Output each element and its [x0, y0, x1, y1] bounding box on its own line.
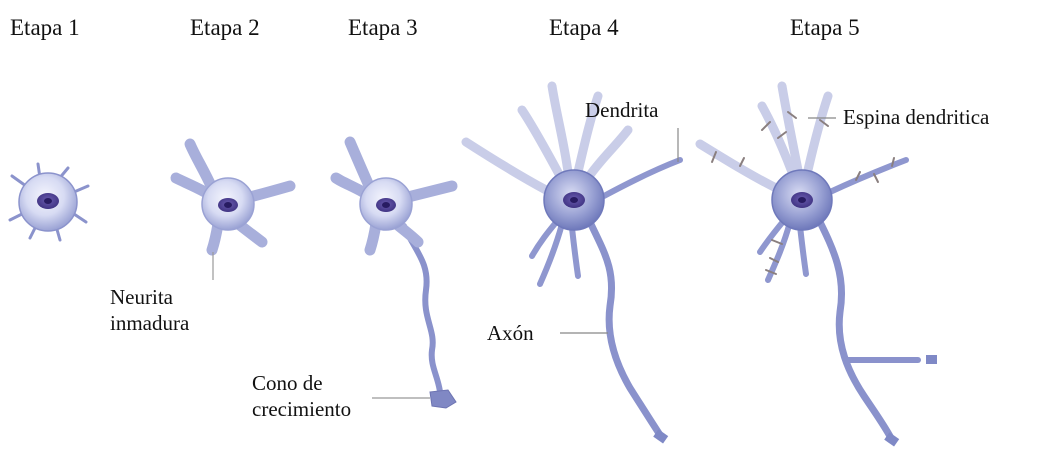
stage-1-neuron: [10, 164, 88, 240]
stage-3-neuron: [336, 142, 456, 408]
stage-5-neuron: [700, 86, 937, 447]
neurita-label-line2: inmadura: [110, 310, 189, 336]
stage-2-neuron: [176, 144, 290, 280]
cono-label-line1: Cono de: [252, 370, 351, 396]
dendrita-label: Dendrita: [585, 97, 658, 123]
neurita-label: Neurita inmadura: [110, 284, 189, 337]
stage-4-axon: [590, 222, 662, 438]
espina-label: Espina dendritica: [843, 104, 989, 130]
stage-5-axon: [818, 218, 892, 440]
cono-label: Cono de crecimiento: [252, 370, 351, 423]
stage-4-neuron: [466, 86, 680, 444]
axon-label: Axón: [487, 320, 534, 346]
stage-5-branch-break: [926, 355, 937, 364]
cono-label-line2: crecimiento: [252, 396, 351, 422]
neurita-label-line1: Neurita: [110, 284, 189, 310]
growth-cone: [430, 390, 456, 408]
stage-3-axon: [404, 226, 440, 392]
